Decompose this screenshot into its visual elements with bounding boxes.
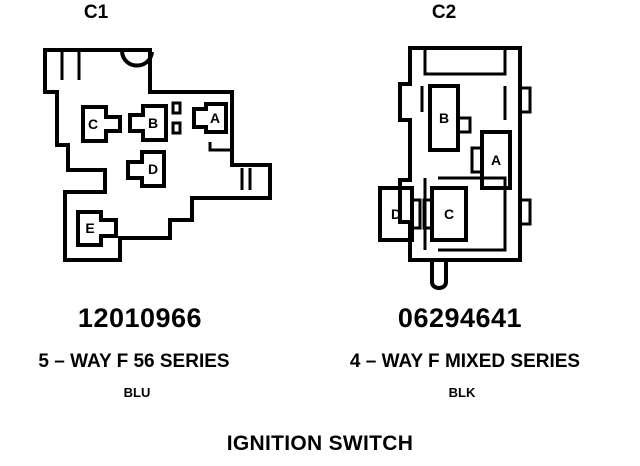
c1-series: 5 – WAY F 56 SERIES <box>38 351 230 372</box>
c2-terminal-c <box>422 186 468 242</box>
c2-color: BLK <box>448 385 476 400</box>
c2-title: C2 <box>431 2 457 23</box>
c1-terminal-label-b: B <box>148 115 158 131</box>
c1-terminal-c <box>81 105 122 143</box>
c1-terminal-e <box>76 210 118 247</box>
c1-connector-face <box>43 48 272 262</box>
c1-terminal-b <box>128 104 168 142</box>
c2-terminal-label-a: A <box>491 152 501 168</box>
c2-terminal-d <box>378 186 422 242</box>
c2-terminal-label-b: B <box>439 110 449 126</box>
c2-terminal-a <box>470 130 512 190</box>
c1-terminal-d <box>126 150 166 188</box>
c1-terminal-a <box>192 102 228 134</box>
c1-terminal-label-d: D <box>148 161 158 177</box>
c2-terminal-b <box>428 84 472 152</box>
c1-terminal-label-a: A <box>210 110 220 126</box>
c1-title: C1 <box>83 2 109 23</box>
c1-color: BLU <box>123 385 151 400</box>
diagram-caption: IGNITION SWITCH <box>226 432 414 455</box>
c2-terminal-label-c: C <box>444 206 454 222</box>
c2-series: 4 – WAY F MIXED SERIES <box>349 351 581 372</box>
c1-part-number: 12010966 <box>77 303 203 333</box>
c1-terminal-label-e: E <box>85 220 94 236</box>
c2-terminal-label-d: D <box>391 206 401 222</box>
c1-terminal-label-c: C <box>88 116 98 132</box>
c2-part-number: 06294641 <box>397 303 523 333</box>
